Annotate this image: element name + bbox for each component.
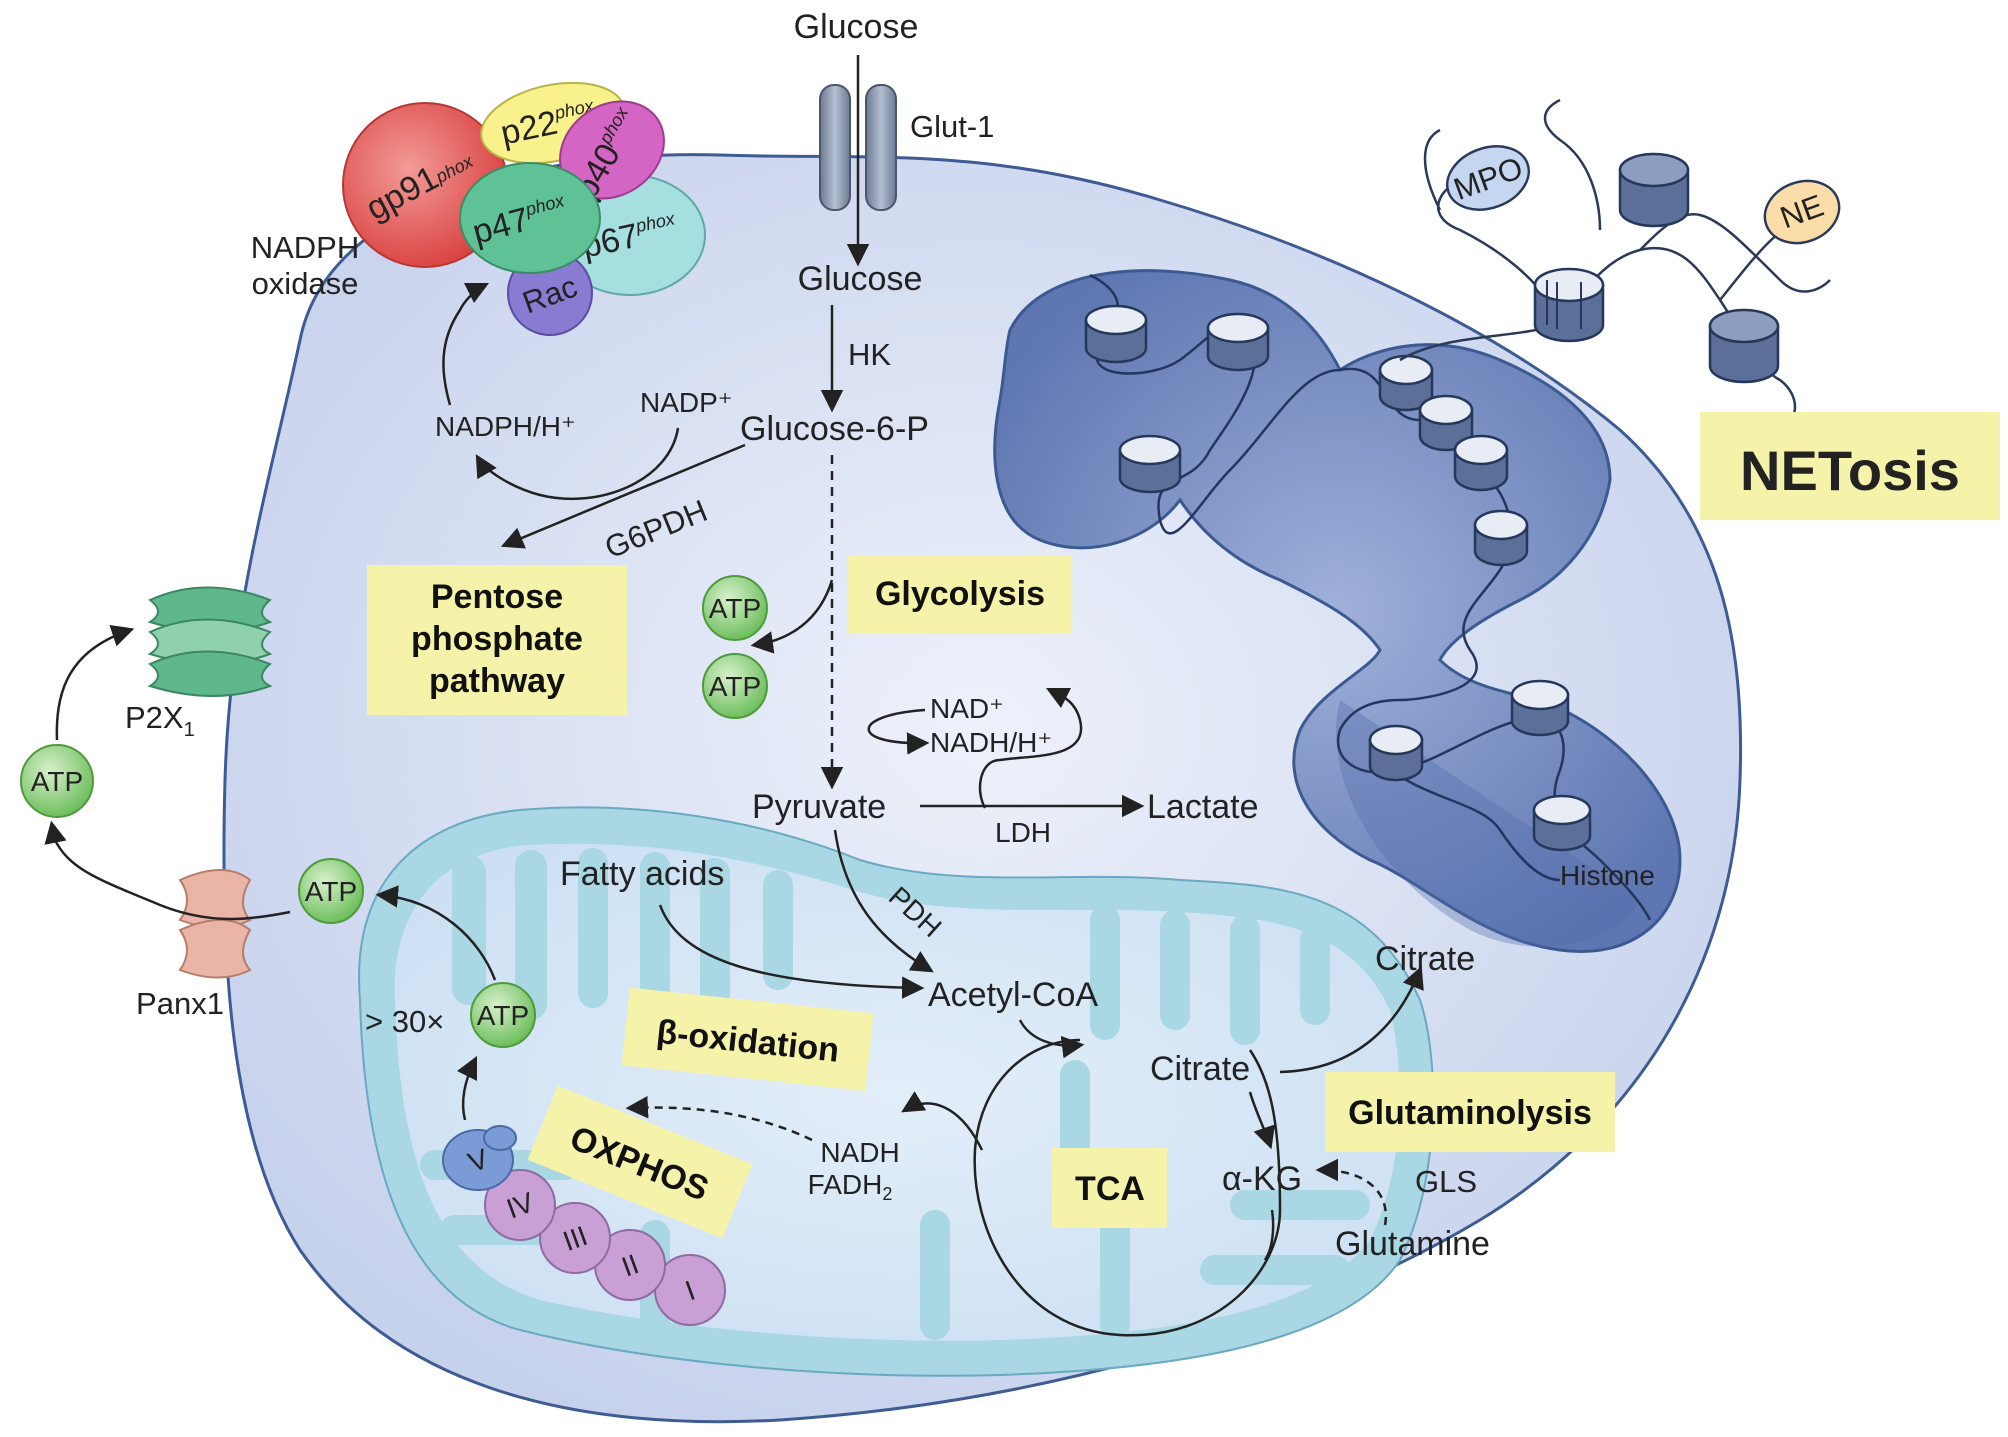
nadh-to-etc-arrow <box>625 1095 813 1142</box>
hk-label: HK <box>848 337 891 372</box>
glucose6p: Glucose-6-P <box>740 410 929 448</box>
panx1-label: Panx1 <box>136 986 224 1021</box>
glucose-extracellular: Glucose <box>794 8 919 46</box>
glutamine: Glutamine <box>1335 1225 1490 1263</box>
ldh-label: LDH <box>995 817 1051 848</box>
nadh-label: NADH/H⁺ <box>930 727 1052 758</box>
etc-complexes: I II III IV V <box>442 1125 726 1326</box>
glycolysis-label-box: Glycolysis <box>848 555 1072 633</box>
atp-synthase-arrow <box>456 1055 478 1121</box>
histone <box>1708 308 1780 384</box>
mpo-protein: MPO <box>1445 145 1531 211</box>
svg-text:Glutaminolysis: Glutaminolysis <box>1348 1094 1592 1132</box>
pdh-arrow <box>833 829 934 973</box>
svg-text:NETosis: NETosis <box>1740 439 1960 502</box>
tca-cycle-loop <box>973 1038 1282 1337</box>
p47-subunit: p47phox <box>459 162 601 274</box>
svg-text:Glycolysis: Glycolysis <box>875 575 1045 613</box>
nad-label: NAD⁺ <box>930 693 1004 724</box>
extracellular-trap: MPO NE <box>1399 98 1841 432</box>
complex-i: I <box>654 1254 726 1326</box>
pyruvate: Pyruvate <box>752 788 886 826</box>
citrate-export-arrow <box>1279 965 1424 1074</box>
atp-molecule: ATP <box>298 858 364 924</box>
nadp-label: NADP⁺ <box>640 387 733 418</box>
p2x1-receptor <box>147 586 273 697</box>
atp-molecule: ATP <box>702 575 768 641</box>
citrate-cyto: Citrate <box>1375 940 1475 978</box>
tca-label-box: TCA <box>1052 1148 1167 1228</box>
svg-text:ATP: ATP <box>31 766 83 797</box>
histone <box>1618 152 1690 228</box>
ne-protein: NE <box>1763 179 1841 245</box>
glut1-transporter <box>819 84 897 211</box>
ppp-arrow <box>500 443 746 549</box>
complex-ii: II <box>594 1229 666 1301</box>
svg-text:TCA: TCA <box>1075 1170 1145 1208</box>
tca-akg-tail <box>1263 1209 1275 1261</box>
nad-reduction-arrow <box>867 708 930 755</box>
histone <box>1533 267 1605 343</box>
histone <box>1368 724 1424 782</box>
nadph-label: NADPH/H⁺ <box>435 411 576 442</box>
nadph-to-oxidase-arrow <box>442 282 490 406</box>
glut1-label: Glut-1 <box>910 109 994 144</box>
panx1-release-path <box>53 839 291 921</box>
fatty-acids: Fatty acids <box>560 855 724 893</box>
complex-iv: IV <box>484 1169 556 1241</box>
histone <box>1084 304 1148 364</box>
net-thread <box>1399 98 1831 432</box>
histone-group-nuclear <box>1084 304 1592 852</box>
lactate: Lactate <box>1147 788 1259 826</box>
acetyl-coa-to-tca-arrow <box>1018 1019 1085 1059</box>
panx1-release-arrow <box>44 820 67 845</box>
glycolysis-atp-arrow <box>750 579 834 654</box>
histone <box>1473 509 1529 567</box>
tca-to-nadh-arrow <box>901 1091 984 1151</box>
alpha-kg: α-KG <box>1222 1160 1302 1198</box>
atp-export-arrow <box>375 885 497 981</box>
svg-text:ATP: ATP <box>477 1000 529 1031</box>
citrate-mito: Citrate <box>1150 1050 1250 1088</box>
histone <box>1453 434 1509 492</box>
atp-molecule: ATP <box>20 744 94 818</box>
times-30-label: > 30× <box>365 1004 444 1039</box>
svg-text:ATP: ATP <box>305 876 357 907</box>
gls-label: GLS <box>1415 1164 1477 1199</box>
complex-iii: III <box>539 1202 611 1274</box>
p2x1-label: P2X1 <box>125 700 195 741</box>
panx1-channel <box>178 869 252 979</box>
histone-label: Histone <box>1560 860 1655 891</box>
acetyl-coa: Acetyl-CoA <box>928 976 1098 1014</box>
nadh-recycling-arrow <box>978 687 1083 809</box>
svg-text:ATP: ATP <box>709 593 761 624</box>
atp-to-p2x1-arrow <box>55 625 135 741</box>
nadp-reduction-arrow <box>475 427 680 500</box>
glutaminolysis-label-box: Glutaminolysis <box>1325 1072 1615 1152</box>
histone <box>1118 434 1182 494</box>
beta-oxidation-label-box: β-oxidation <box>621 987 874 1091</box>
complex-v: V <box>442 1125 517 1191</box>
citrate-to-akg-arrow <box>1248 1091 1275 1150</box>
netosis-label-box: NETosis <box>1700 412 2000 520</box>
fatty-acid-arrow <box>658 904 925 999</box>
p40-subunit: p40phox <box>559 100 665 205</box>
nadph-oxidase-complex: gp91phox p22phox p67phox p40phox Rac p47… <box>342 81 706 336</box>
svg-text:ATP: ATP <box>709 671 761 702</box>
histone <box>1510 679 1570 737</box>
histone <box>1532 794 1592 852</box>
glucose-intracellular: Glucose <box>798 260 923 298</box>
atp-molecule: ATP <box>470 982 536 1048</box>
histone <box>1206 312 1270 372</box>
atp-molecule: ATP <box>702 653 768 719</box>
